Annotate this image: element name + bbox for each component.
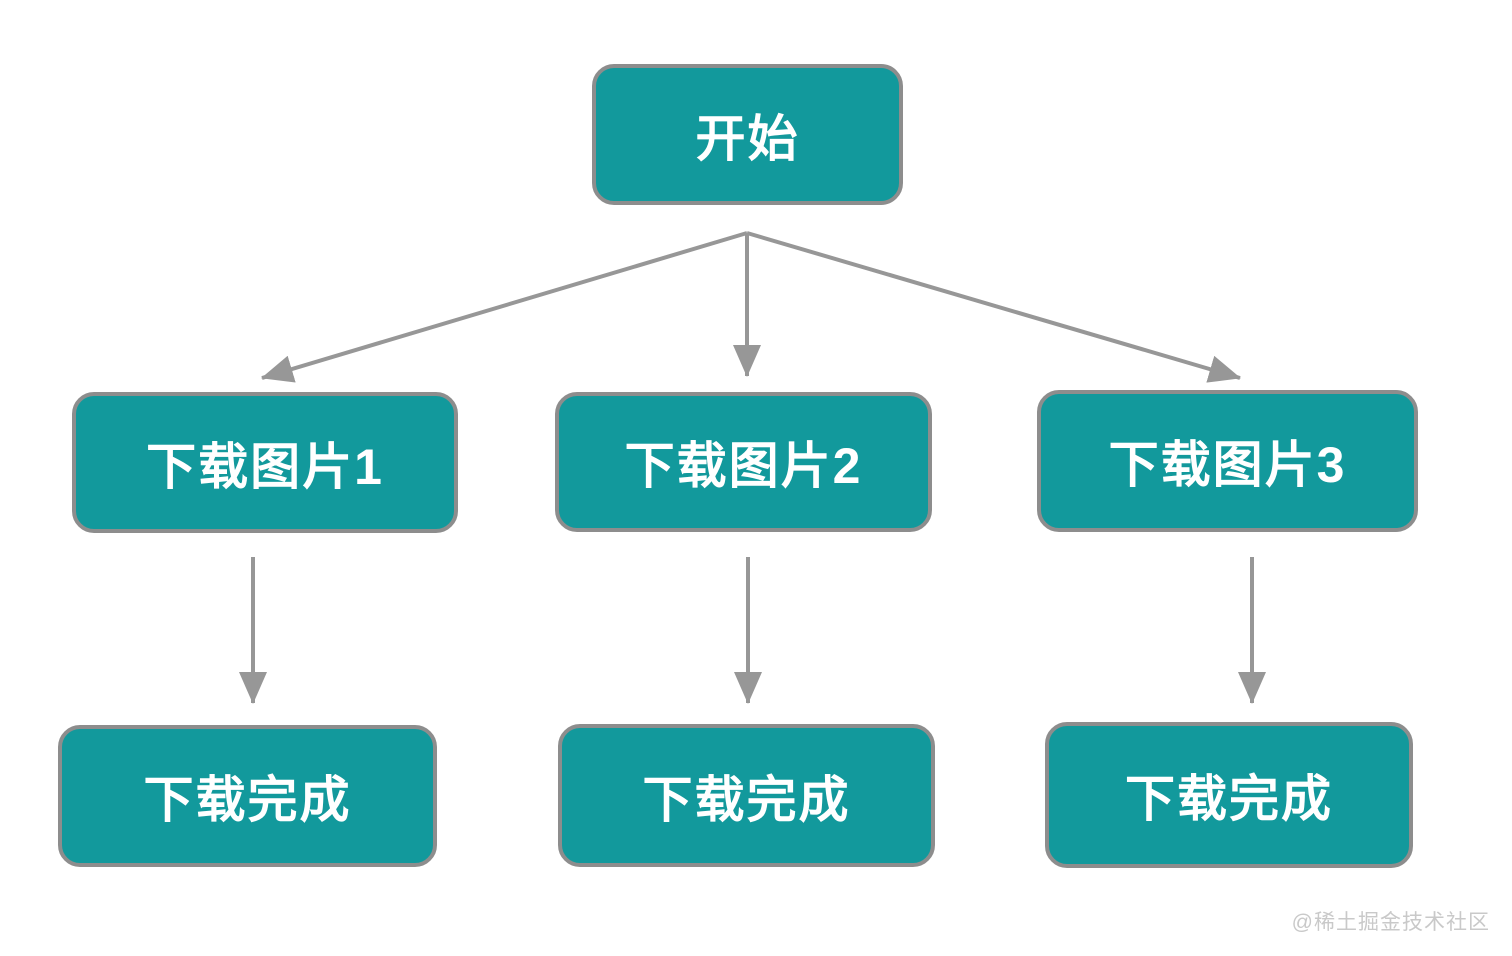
flow-node-done1: 下载完成 bbox=[58, 725, 437, 867]
flow-node-dl1: 下载图片1 bbox=[72, 392, 458, 533]
flow-node-start: 开始 bbox=[592, 64, 903, 205]
flow-node-done3: 下载完成 bbox=[1045, 722, 1413, 868]
flow-node-dl2: 下载图片2 bbox=[555, 392, 932, 532]
flow-edge-start-to-dl3 bbox=[746, 231, 1241, 383]
flow-node-done2: 下载完成 bbox=[558, 724, 935, 867]
watermark: @稀土掘金技术社区 bbox=[1291, 911, 1490, 934]
flow-node-dl3: 下载图片3 bbox=[1037, 390, 1418, 532]
flow-edge-start-to-dl1 bbox=[261, 231, 748, 383]
